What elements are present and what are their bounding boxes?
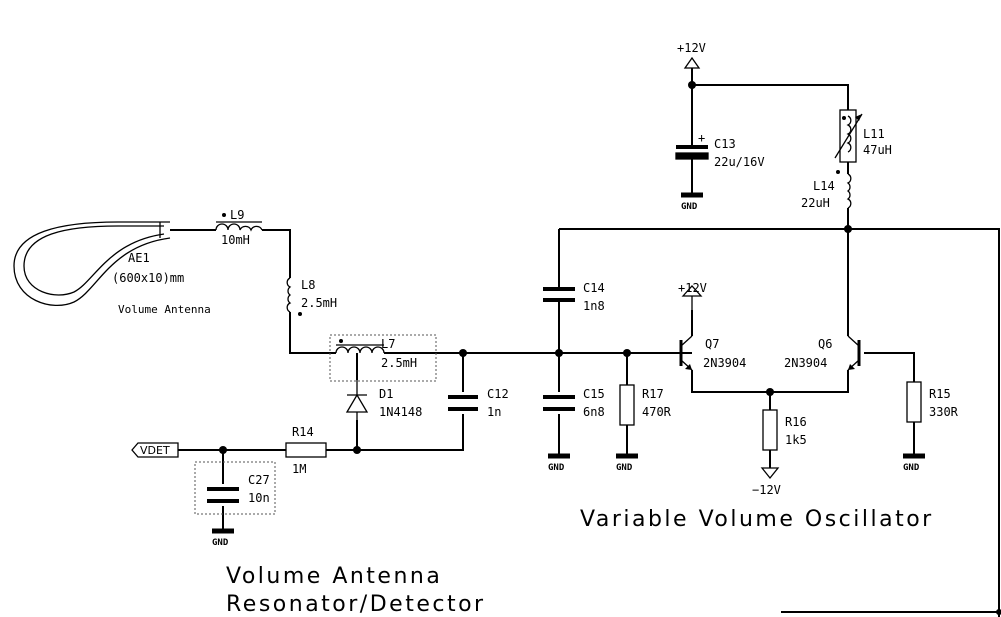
q6-ref: Q6 [818, 337, 832, 351]
capacitor-c12: C12 1n [448, 387, 509, 419]
l7-ref: L7 [381, 337, 395, 351]
junction-dot [623, 349, 631, 357]
resistor-r17: R17 470R GND [616, 384, 672, 473]
antenna-ae1: AE1 (600x10)mm Volume Antenna [13, 221, 211, 316]
r17-value: 470R [642, 405, 672, 419]
resistor-r14: R14 1M [285, 425, 327, 476]
q6-value: 2N3904 [784, 356, 827, 370]
resonator-title-line2: Resonator/Detector [226, 592, 486, 617]
r15-value: 330R [929, 405, 959, 419]
junction-dot [219, 446, 227, 454]
c15-value: 6n8 [583, 405, 605, 419]
c27-value: 10n [248, 491, 270, 505]
c27-ref: C27 [248, 473, 270, 487]
capacitor-c13: + C13 22u/16V GND [675, 131, 765, 212]
inductor-l8: L8 2.5mH [286, 277, 337, 316]
c12-value: 1n [487, 405, 501, 419]
q7-supply-label: +12V [678, 281, 707, 295]
c14-value: 1n8 [583, 299, 605, 313]
junction-dot [996, 609, 1001, 615]
l8-value: 2.5mH [301, 296, 337, 310]
c15-ref: C15 [583, 387, 605, 401]
r14-ref: R14 [292, 425, 314, 439]
diode-d1: D1 1N4148 [345, 380, 422, 420]
gnd-label: GND [212, 538, 229, 548]
l9-value: 10mH [221, 233, 250, 247]
transistor-q6: Q6 2N3904 [784, 335, 861, 371]
capacitor-c27: C27 10n GND [194, 461, 276, 548]
d1-ref: D1 [379, 387, 393, 401]
junction-dot [688, 81, 696, 89]
supply-label: +12V [677, 41, 706, 55]
l14-ref: L14 [813, 179, 835, 193]
junction-dot [766, 388, 774, 396]
vee-label: −12V [752, 483, 781, 497]
l14-value: 22uH [801, 196, 830, 210]
antenna-name: Volume Antenna [118, 303, 211, 316]
junctions [219, 81, 1001, 615]
junction-dot [555, 349, 563, 357]
r15-ref: R15 [929, 387, 951, 401]
r16-value: 1k5 [785, 433, 807, 447]
junction-dot [844, 225, 852, 233]
transistor-q7: +12V Q7 2N3904 [678, 281, 746, 371]
r14-value: 1M [292, 462, 306, 476]
c12-ref: C12 [487, 387, 509, 401]
vdet-net-label: VDET [131, 442, 179, 458]
r17-ref: R17 [642, 387, 664, 401]
inductor-l7: L7 2.5mH [329, 334, 437, 382]
gnd-label: GND [903, 463, 920, 473]
resistor-r16: R16 1k5 −12V [752, 409, 807, 497]
resistor-r15: R15 330R GND [903, 381, 959, 473]
c13-ref: C13 [714, 137, 736, 151]
vdet-label: VDET [140, 444, 170, 457]
resonator-title-line1: Volume Antenna [226, 564, 442, 589]
junction-dot [353, 446, 361, 454]
c13-plus: + [698, 131, 705, 145]
gnd-label: GND [616, 463, 633, 473]
q7-value: 2N3904 [703, 356, 746, 370]
antenna-size: (600x10)mm [112, 271, 184, 285]
capacitor-c14: C14 1n8 [543, 281, 605, 313]
supply-12v-top: +12V [677, 41, 706, 69]
c14-ref: C14 [583, 281, 605, 295]
antenna-ref: AE1 [128, 251, 150, 265]
junction-dot [459, 349, 467, 357]
c13-value: 22u/16V [714, 155, 765, 169]
l9-ref: L9 [230, 208, 244, 222]
capacitor-c15: C15 6n8 GND [543, 387, 605, 473]
gnd-label: GND [681, 202, 698, 212]
q7-ref: Q7 [705, 337, 719, 351]
inductor-l14: L14 22uH [801, 170, 852, 210]
oscillator-title: Variable Volume Oscillator [580, 507, 934, 532]
l7-value: 2.5mH [381, 356, 417, 370]
inductor-l11: L11 47uH [834, 109, 892, 163]
l11-ref: L11 [863, 127, 885, 141]
gnd-label: GND [548, 463, 565, 473]
r16-ref: R16 [785, 415, 807, 429]
inductor-l9: L9 10mH [215, 208, 263, 247]
d1-value: 1N4148 [379, 405, 422, 419]
wires [170, 68, 1000, 617]
l11-value: 47uH [863, 143, 892, 157]
l8-ref: L8 [301, 278, 315, 292]
